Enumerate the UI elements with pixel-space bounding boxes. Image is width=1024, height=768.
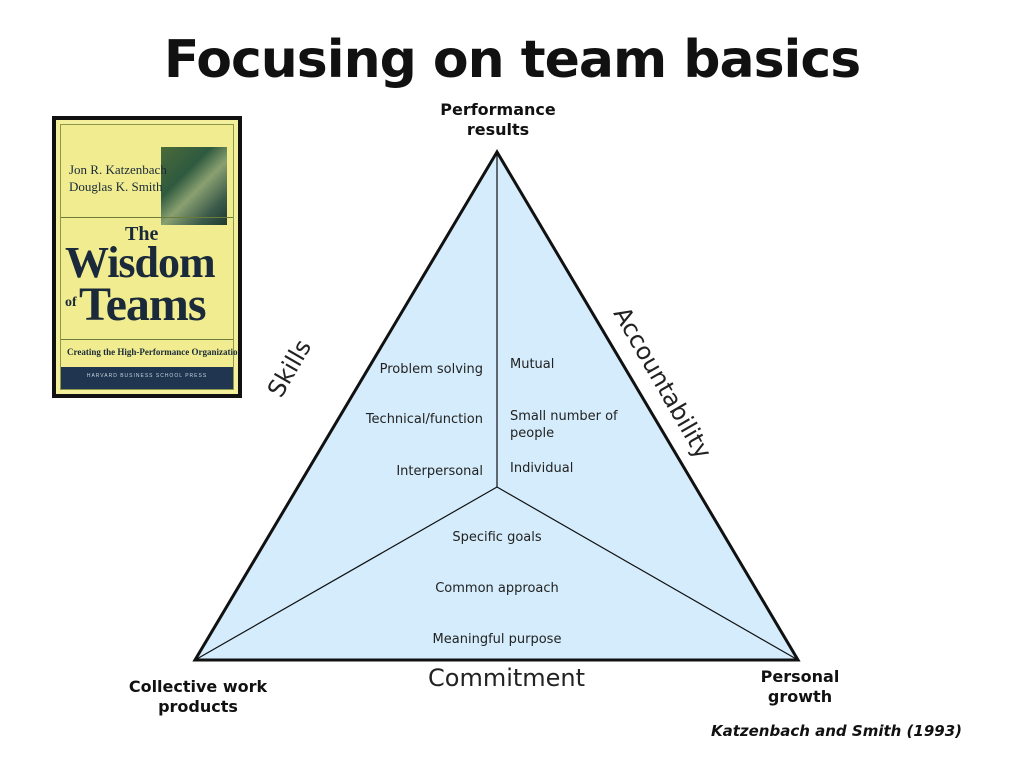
commitment-item: Specific goals bbox=[452, 530, 542, 545]
book-cover-inner: Jon R. Katzenbach Douglas K. Smith The W… bbox=[60, 124, 238, 390]
book-title-of: of bbox=[65, 295, 77, 310]
divider-right bbox=[496, 486, 799, 661]
commitment-item: Common approach bbox=[435, 581, 559, 596]
book-author-2: Douglas K. Smith bbox=[69, 179, 163, 194]
accountability-item: Small number of people bbox=[510, 409, 618, 441]
book-title-teams: Teams bbox=[79, 278, 207, 331]
book-cover-image: Jon R. Katzenbach Douglas K. Smith The W… bbox=[52, 116, 242, 398]
side-label-commitment: Commitment bbox=[428, 664, 586, 692]
accountability-item: Mutual bbox=[510, 357, 555, 372]
book-subtitle: Creating the High-Performance Organizati… bbox=[67, 347, 242, 357]
book-divider-bottom bbox=[61, 339, 233, 340]
commitment-item: Meaningful purpose bbox=[432, 632, 562, 647]
skills-item: Interpersonal bbox=[396, 464, 483, 479]
page-title: Focusing on team basics bbox=[163, 30, 861, 90]
accountability-item: Individual bbox=[510, 461, 574, 476]
book-authors: Jon R. Katzenbach Douglas K. Smith bbox=[69, 161, 167, 195]
book-footer-band: HARVARD BUSINESS SCHOOL PRESS bbox=[61, 367, 233, 389]
skills-item: Problem solving bbox=[379, 362, 483, 377]
book-publisher: HARVARD BUSINESS SCHOOL PRESS bbox=[86, 373, 208, 379]
divider-left bbox=[194, 486, 498, 661]
book-divider-top bbox=[61, 217, 233, 218]
book-author-1: Jon R. Katzenbach bbox=[69, 162, 167, 177]
citation: Katzenbach and Smith (1993) bbox=[710, 722, 962, 740]
book-title-wisdom: Wisdom bbox=[65, 238, 216, 287]
vertex-label-left: Collective work products bbox=[128, 677, 268, 716]
skills-item: Technical/function bbox=[365, 412, 483, 427]
book-cover-artwork bbox=[161, 147, 227, 225]
vertex-label-top: Performance results bbox=[440, 100, 556, 139]
book-title-the: The bbox=[125, 223, 159, 245]
vertex-label-right: Personal growth bbox=[760, 667, 840, 706]
